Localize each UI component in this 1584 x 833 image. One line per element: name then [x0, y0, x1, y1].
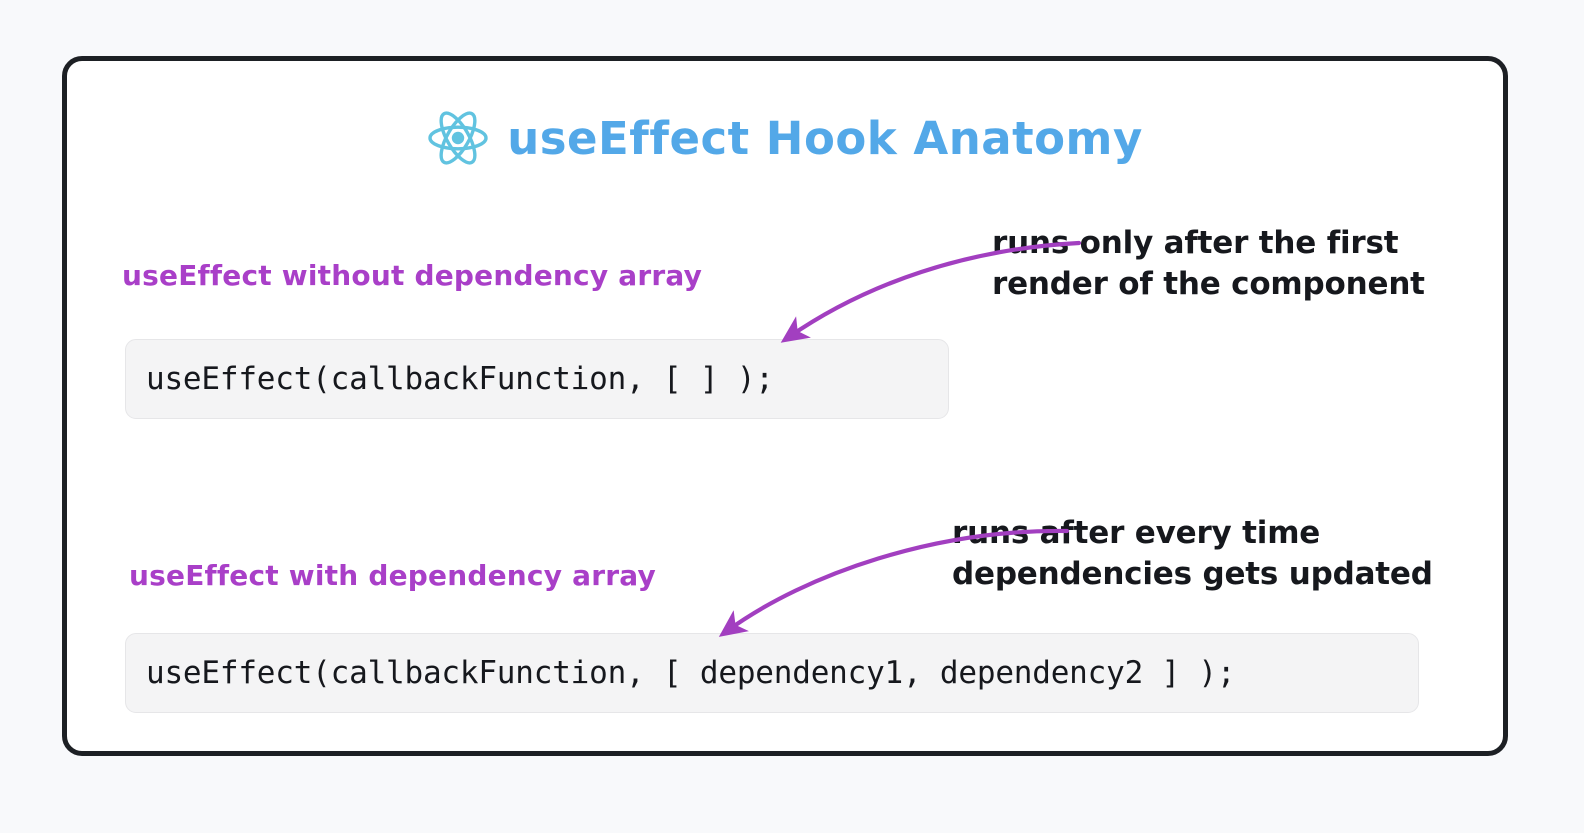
- page-title: useEffect Hook Anatomy: [67, 109, 1503, 167]
- section-heading-with-deps: useEffect with dependency array: [129, 559, 656, 592]
- anatomy-card: useEffect Hook Anatomy useEffect without…: [62, 56, 1508, 756]
- code-block-without-deps[interactable]: useEffect(callbackFunction, [ ] );: [125, 339, 949, 419]
- annotation-with-deps-line1: runs after every time: [952, 515, 1321, 551]
- react-atom-icon: [427, 109, 489, 167]
- annotation-without-deps: runs only after the first render of the …: [992, 223, 1425, 305]
- annotation-without-deps-line2: render of the component: [992, 265, 1425, 302]
- page-title-text: useEffect Hook Anatomy: [507, 111, 1143, 165]
- annotation-with-deps-line2: dependencies gets updated: [952, 555, 1433, 592]
- annotation-with-deps: runs after every time dependencies gets …: [952, 513, 1433, 595]
- annotation-without-deps-line1: runs only after the first: [992, 225, 1399, 261]
- code-text-with-deps: useEffect(callbackFunction, [ dependency…: [146, 655, 1236, 691]
- section-heading-without-deps: useEffect without dependency array: [122, 259, 703, 292]
- code-text-without-deps: useEffect(callbackFunction, [ ] );: [146, 361, 774, 397]
- code-block-with-deps[interactable]: useEffect(callbackFunction, [ dependency…: [125, 633, 1419, 713]
